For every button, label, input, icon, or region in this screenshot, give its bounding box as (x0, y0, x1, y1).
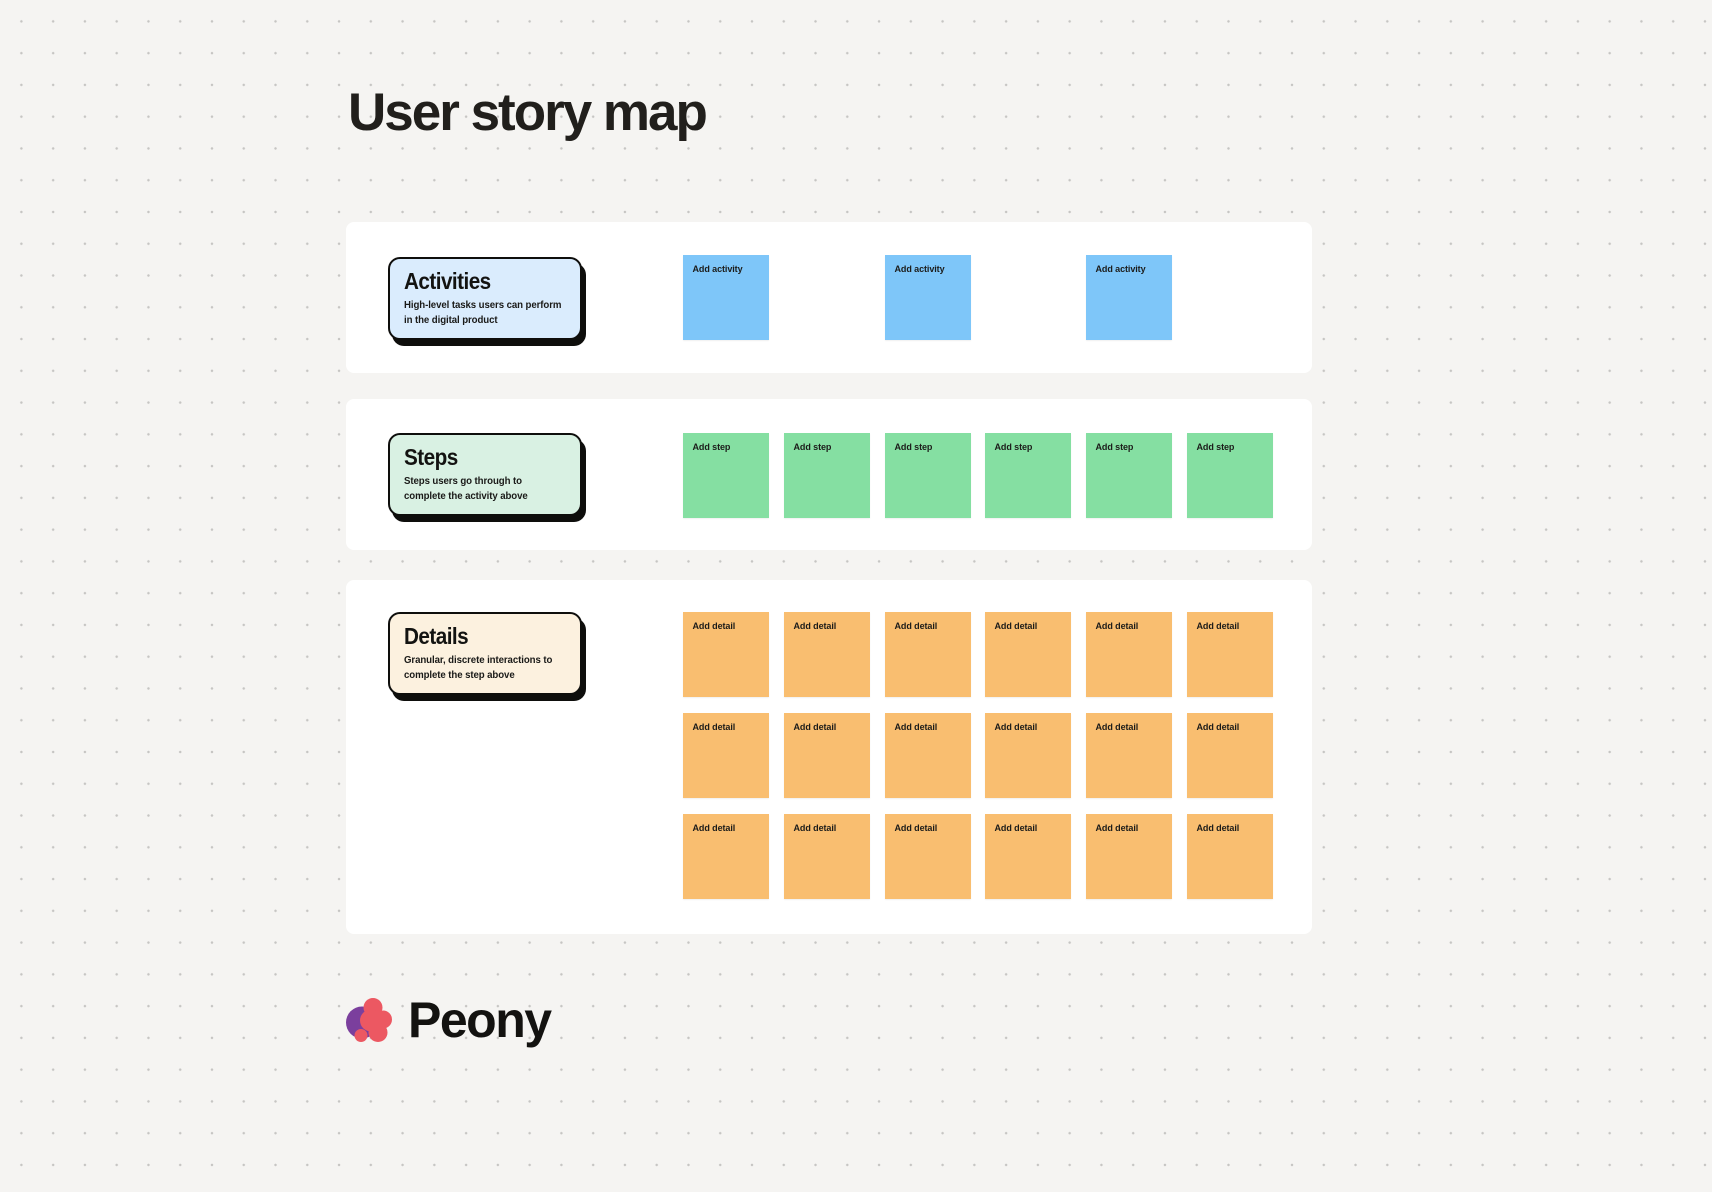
detail-sticky-note[interactable]: Add detail (884, 612, 971, 697)
activities-row-panel: Activities High-level tasks users can pe… (346, 222, 1312, 373)
sticky-note-label: Add detail (692, 823, 736, 834)
sticky-note-label: Add detail (793, 621, 836, 632)
step-sticky-note[interactable]: Add step (1086, 433, 1173, 518)
step-sticky-note[interactable]: Add step (985, 433, 1072, 518)
step-sticky-note[interactable]: Add step (884, 433, 971, 518)
sticky-note-label: Add detail (994, 823, 1038, 834)
detail-sticky-note[interactable]: Add detail (1187, 814, 1273, 899)
activitie-sticky-note[interactable]: Add activity (884, 255, 971, 340)
sticky-note-label: Add detail (1095, 823, 1139, 834)
detail-sticky-note[interactable]: Add detail (683, 814, 769, 899)
detail-sticky-note[interactable]: Add detail (985, 814, 1072, 899)
sticky-note-label: Add step (1095, 442, 1134, 453)
sticky-note-label: Add activity (692, 264, 743, 275)
detail-sticky-note[interactable]: Add detail (1187, 612, 1273, 697)
detail-sticky-note[interactable]: Add detail (683, 612, 769, 697)
step-sticky-note[interactable]: Add step (1187, 433, 1273, 518)
steps-row-panel: Steps Steps users go through to complete… (346, 399, 1312, 550)
sticky-note-label: Add detail (1095, 722, 1139, 733)
steps-notes: Add step Add step Add step Add step Add step… (346, 399, 1312, 550)
sticky-note-label: Add detail (1196, 621, 1240, 632)
activities-card-title: Activities (404, 268, 491, 294)
detail-sticky-note[interactable]: Add detail (1086, 713, 1173, 798)
details-card[interactable]: Details Granular, discrete interactions … (388, 612, 582, 695)
sticky-note-label: Add detail (1196, 722, 1240, 733)
details-card-description: Granular, discrete interactions to compl… (404, 654, 553, 681)
detail-sticky-note[interactable]: Add detail (1187, 713, 1273, 798)
sticky-note-label: Add detail (894, 722, 937, 733)
activitie-sticky-note[interactable]: Add activity (683, 255, 769, 340)
sticky-note-label: Add activity (894, 264, 945, 275)
detail-sticky-note[interactable]: Add detail (783, 713, 870, 798)
steps-card-title: Steps (404, 444, 458, 470)
sticky-note-label: Add step (692, 442, 731, 453)
details-card-title: Details (404, 623, 469, 649)
page-title: User story map (348, 83, 708, 142)
detail-sticky-note[interactable]: Add detail (783, 814, 870, 899)
sticky-note-label: Add step (1196, 442, 1235, 453)
sticky-note-label: Add detail (692, 621, 736, 632)
sticky-note-label: Add step (793, 442, 832, 453)
detail-sticky-note[interactable]: Add detail (985, 713, 1072, 798)
detail-sticky-note[interactable]: Add detail (683, 713, 769, 798)
sticky-note-label: Add detail (692, 722, 736, 733)
sticky-note-label: Add step (994, 442, 1033, 453)
sticky-note-label: Add detail (1196, 823, 1240, 834)
activities-card-description: High-level tasks users can perform in th… (404, 299, 562, 326)
brand-name: Peony (408, 992, 552, 1048)
detail-sticky-note[interactable]: Add detail (985, 612, 1072, 697)
sticky-note-label: Add detail (793, 823, 836, 834)
steps-card[interactable]: Steps Steps users go through to complete… (388, 433, 582, 516)
sticky-note-label: Add step (894, 442, 932, 453)
peony-flower-icon (346, 998, 392, 1042)
details-row-panel: Details Granular, discrete interactions … (346, 580, 1312, 934)
activitie-sticky-note[interactable]: Add activity (1086, 255, 1173, 340)
detail-sticky-note[interactable]: Add detail (1086, 612, 1173, 697)
sticky-note-label: Add detail (994, 621, 1038, 632)
sticky-note-label: Add detail (1095, 621, 1139, 632)
detail-sticky-note[interactable]: Add detail (783, 612, 870, 697)
activities-card[interactable]: Activities High-level tasks users can pe… (388, 257, 582, 340)
sticky-note-label: Add detail (894, 621, 937, 632)
sticky-note-label: Add detail (793, 722, 836, 733)
detail-sticky-note[interactable]: Add detail (884, 814, 971, 899)
steps-card-description: Steps users go through to complete the a… (404, 475, 528, 502)
detail-sticky-note[interactable]: Add detail (1086, 814, 1173, 899)
step-sticky-note[interactable]: Add step (783, 433, 870, 518)
sticky-note-label: Add detail (894, 823, 937, 834)
sticky-note-label: Add detail (994, 722, 1038, 733)
activities-notes: Add activity Add activity Add activity (346, 222, 1312, 373)
detail-sticky-note[interactable]: Add detail (884, 713, 971, 798)
sticky-note-label: Add activity (1095, 264, 1146, 275)
step-sticky-note[interactable]: Add step (683, 433, 769, 518)
